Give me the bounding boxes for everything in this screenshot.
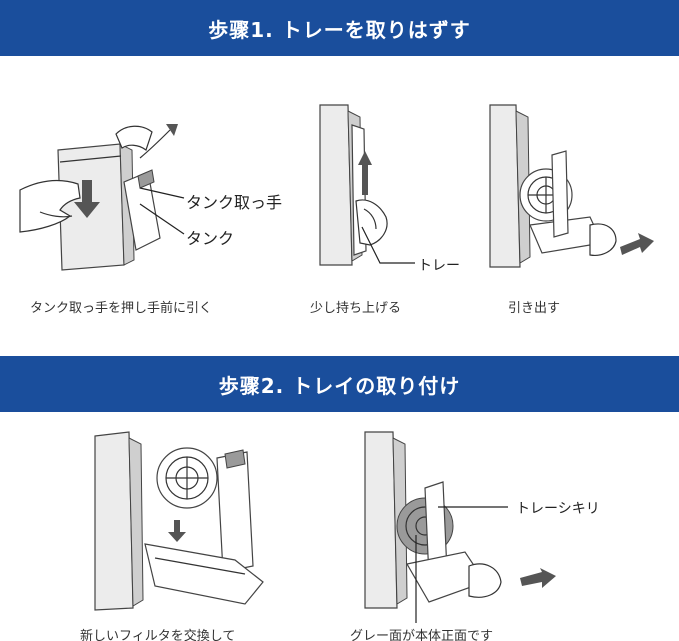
step1-banner: 歩骤1. トレーを取りはずす bbox=[0, 0, 679, 56]
callout-tank: タンク bbox=[186, 229, 235, 248]
caption-push-pull: タンク取っ手を押し手前に引く bbox=[30, 301, 213, 316]
lift-tray-illustration bbox=[319, 104, 388, 266]
caption-lift: 少し持ち上げる bbox=[310, 301, 402, 316]
tank-handle-illustration bbox=[19, 124, 178, 271]
callout-tray: トレー bbox=[418, 258, 460, 274]
step2-title: 歩骤2. トレイの取り付け bbox=[218, 373, 461, 398]
install-filter-illustration bbox=[94, 431, 264, 611]
caption-pull-out: 引き出す bbox=[508, 301, 561, 316]
tray-leader bbox=[361, 226, 415, 264]
pull-out-illustration bbox=[489, 104, 654, 268]
push-arrow bbox=[520, 568, 556, 588]
step2-banner: 歩骤2. トレイの取り付け bbox=[0, 356, 679, 412]
step1-title: 歩骤1. トレーを取りはずす bbox=[208, 17, 471, 42]
callout-tray-divider: トレーシキリ bbox=[516, 501, 600, 517]
caption-replace-filter: 新しいフィルタを交換して bbox=[80, 629, 236, 641]
caption-gray-front: グレー面が本体正面です bbox=[350, 629, 494, 641]
gray-front-leaders bbox=[415, 506, 508, 623]
gray-front-illustration bbox=[364, 431, 502, 609]
callout-tank-handle: タンク取っ手 bbox=[186, 193, 283, 212]
handle-leaders bbox=[139, 187, 185, 235]
